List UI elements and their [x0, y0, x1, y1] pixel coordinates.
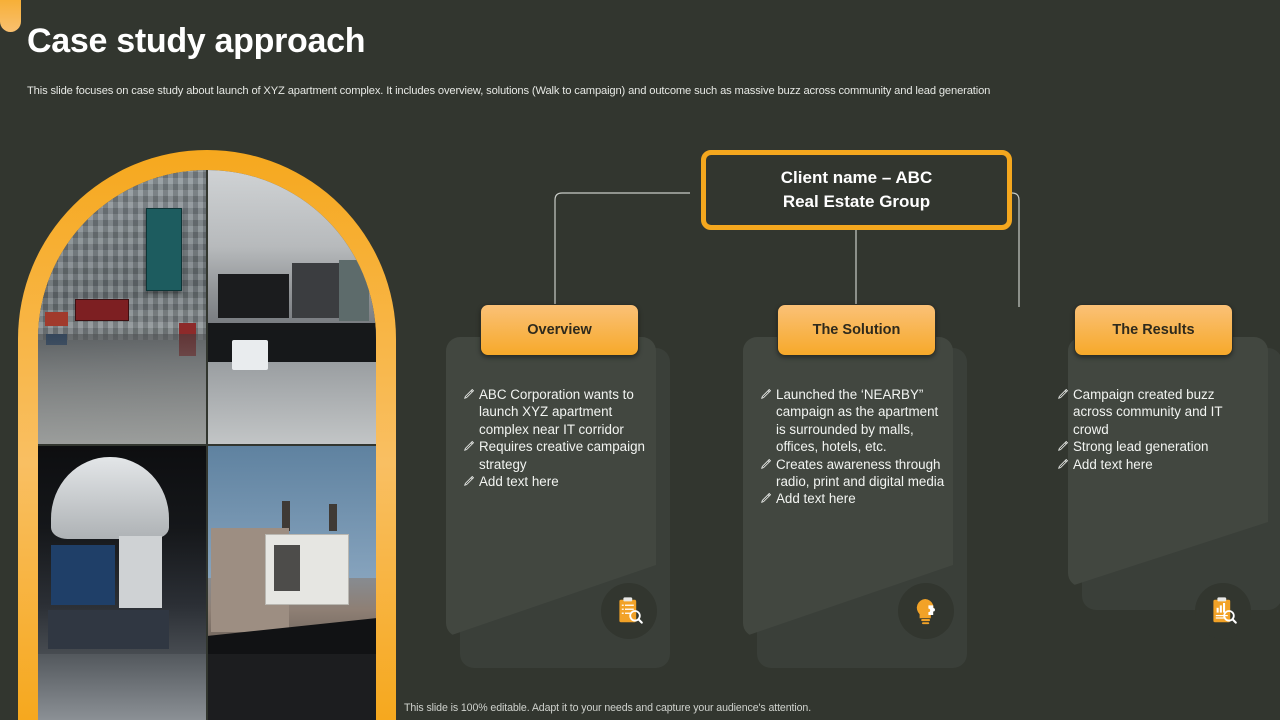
list-item-text: Creates awareness through radio, print a…: [776, 456, 945, 490]
list-item-text: ABC Corporation wants to launch XYZ apar…: [479, 387, 634, 437]
list-item: Add text here: [1056, 456, 1244, 473]
clipboard-chart-search-icon: [1195, 583, 1251, 639]
tab-the-results-label: The Results: [1112, 322, 1195, 338]
photo-detail: [179, 323, 196, 357]
pencil-icon: [761, 493, 772, 504]
photo-detail: [48, 610, 170, 649]
list-item-text: Add text here: [776, 491, 856, 507]
photo-detail: [343, 197, 353, 242]
footer-note: This slide is 100% editable. Adapt it to…: [404, 702, 812, 714]
pencil-icon: [1058, 458, 1069, 469]
tab-overview-label: Overview: [527, 322, 592, 338]
lightbulb-puzzle-icon: [898, 583, 954, 639]
pencil-icon: [464, 441, 475, 452]
photo-detail: [208, 361, 376, 444]
list-item: Creates awareness through radio, print a…: [759, 456, 945, 491]
collage-photo-2: [208, 170, 376, 444]
pencil-icon: [464, 388, 475, 399]
client-name-line1: Client name – ABC: [780, 167, 933, 187]
list-item-text: Add text here: [1073, 456, 1153, 472]
pencil-icon: [761, 388, 772, 399]
photo-detail: [74, 298, 129, 321]
page-subtitle: This slide focuses on case study about l…: [27, 85, 991, 97]
clipboard-chart-search-glyph: [1213, 597, 1237, 624]
list-item-text: Strong lead generation: [1073, 439, 1209, 455]
photo-detail: [281, 500, 291, 531]
photo-detail: [38, 654, 206, 720]
arch-photo-grid: [38, 170, 376, 720]
photo-detail: [208, 654, 376, 720]
page-title: Case study approach: [27, 22, 366, 60]
tab-overview[interactable]: Overview: [480, 304, 639, 356]
bullet-list-results: Campaign created buzz across community a…: [1056, 386, 1244, 473]
photo-detail: [339, 260, 370, 321]
list-item-text: Add text here: [479, 474, 559, 490]
collage-photo-4: [208, 446, 376, 720]
photo-detail: [51, 456, 170, 540]
photo-detail: [46, 334, 67, 346]
list-item-text: Launched the ‘NEARBY” campaign as the ap…: [776, 387, 939, 455]
client-name-box: Client name – ABC Real Estate Group: [701, 150, 1012, 230]
collage-photo-3: [38, 446, 206, 720]
tab-the-solution-label: The Solution: [812, 322, 901, 338]
photo-detail: [218, 274, 289, 318]
photo-detail: [328, 503, 338, 531]
list-item: Requires creative campaign strategy: [462, 438, 648, 473]
client-name-text: Client name – ABC Real Estate Group: [781, 166, 932, 214]
bullet-list-overview: ABC Corporation wants to launch XYZ apar…: [462, 386, 648, 490]
list-item-text: Requires creative campaign strategy: [479, 439, 645, 472]
corner-accent-tab: [0, 0, 21, 32]
collage-photo-1: [38, 170, 206, 444]
list-item: Strong lead generation: [1056, 438, 1244, 455]
photo-detail: [292, 263, 340, 318]
pencil-icon: [1058, 441, 1069, 452]
bullet-list-solution: Launched the ‘NEARBY” campaign as the ap…: [759, 386, 945, 508]
clipboard-search-icon: [601, 583, 657, 639]
lightbulb-puzzle-glyph: [916, 599, 935, 625]
list-item: Add text here: [759, 490, 945, 507]
tab-the-solution[interactable]: The Solution: [777, 304, 936, 356]
list-item: Campaign created buzz across community a…: [1056, 386, 1244, 438]
clipboard-search-glyph: [619, 597, 643, 624]
client-name-line2: Real Estate Group: [782, 192, 931, 211]
tab-the-results[interactable]: The Results: [1074, 304, 1233, 356]
photo-detail: [44, 312, 69, 327]
photo-detail: [51, 544, 116, 605]
list-item-text: Campaign created buzz across community a…: [1073, 387, 1223, 437]
photo-detail: [273, 544, 301, 592]
list-item: Launched the ‘NEARBY” campaign as the ap…: [759, 386, 945, 456]
photo-detail: [145, 208, 183, 291]
list-item: Add text here: [462, 473, 648, 490]
photo-detail: [118, 536, 163, 608]
pencil-icon: [1058, 388, 1069, 399]
photo-collage-arch: [18, 150, 396, 720]
list-item: ABC Corporation wants to launch XYZ apar…: [462, 386, 648, 438]
photo-detail: [231, 339, 269, 370]
pencil-icon: [464, 475, 475, 486]
pencil-icon: [761, 458, 772, 469]
